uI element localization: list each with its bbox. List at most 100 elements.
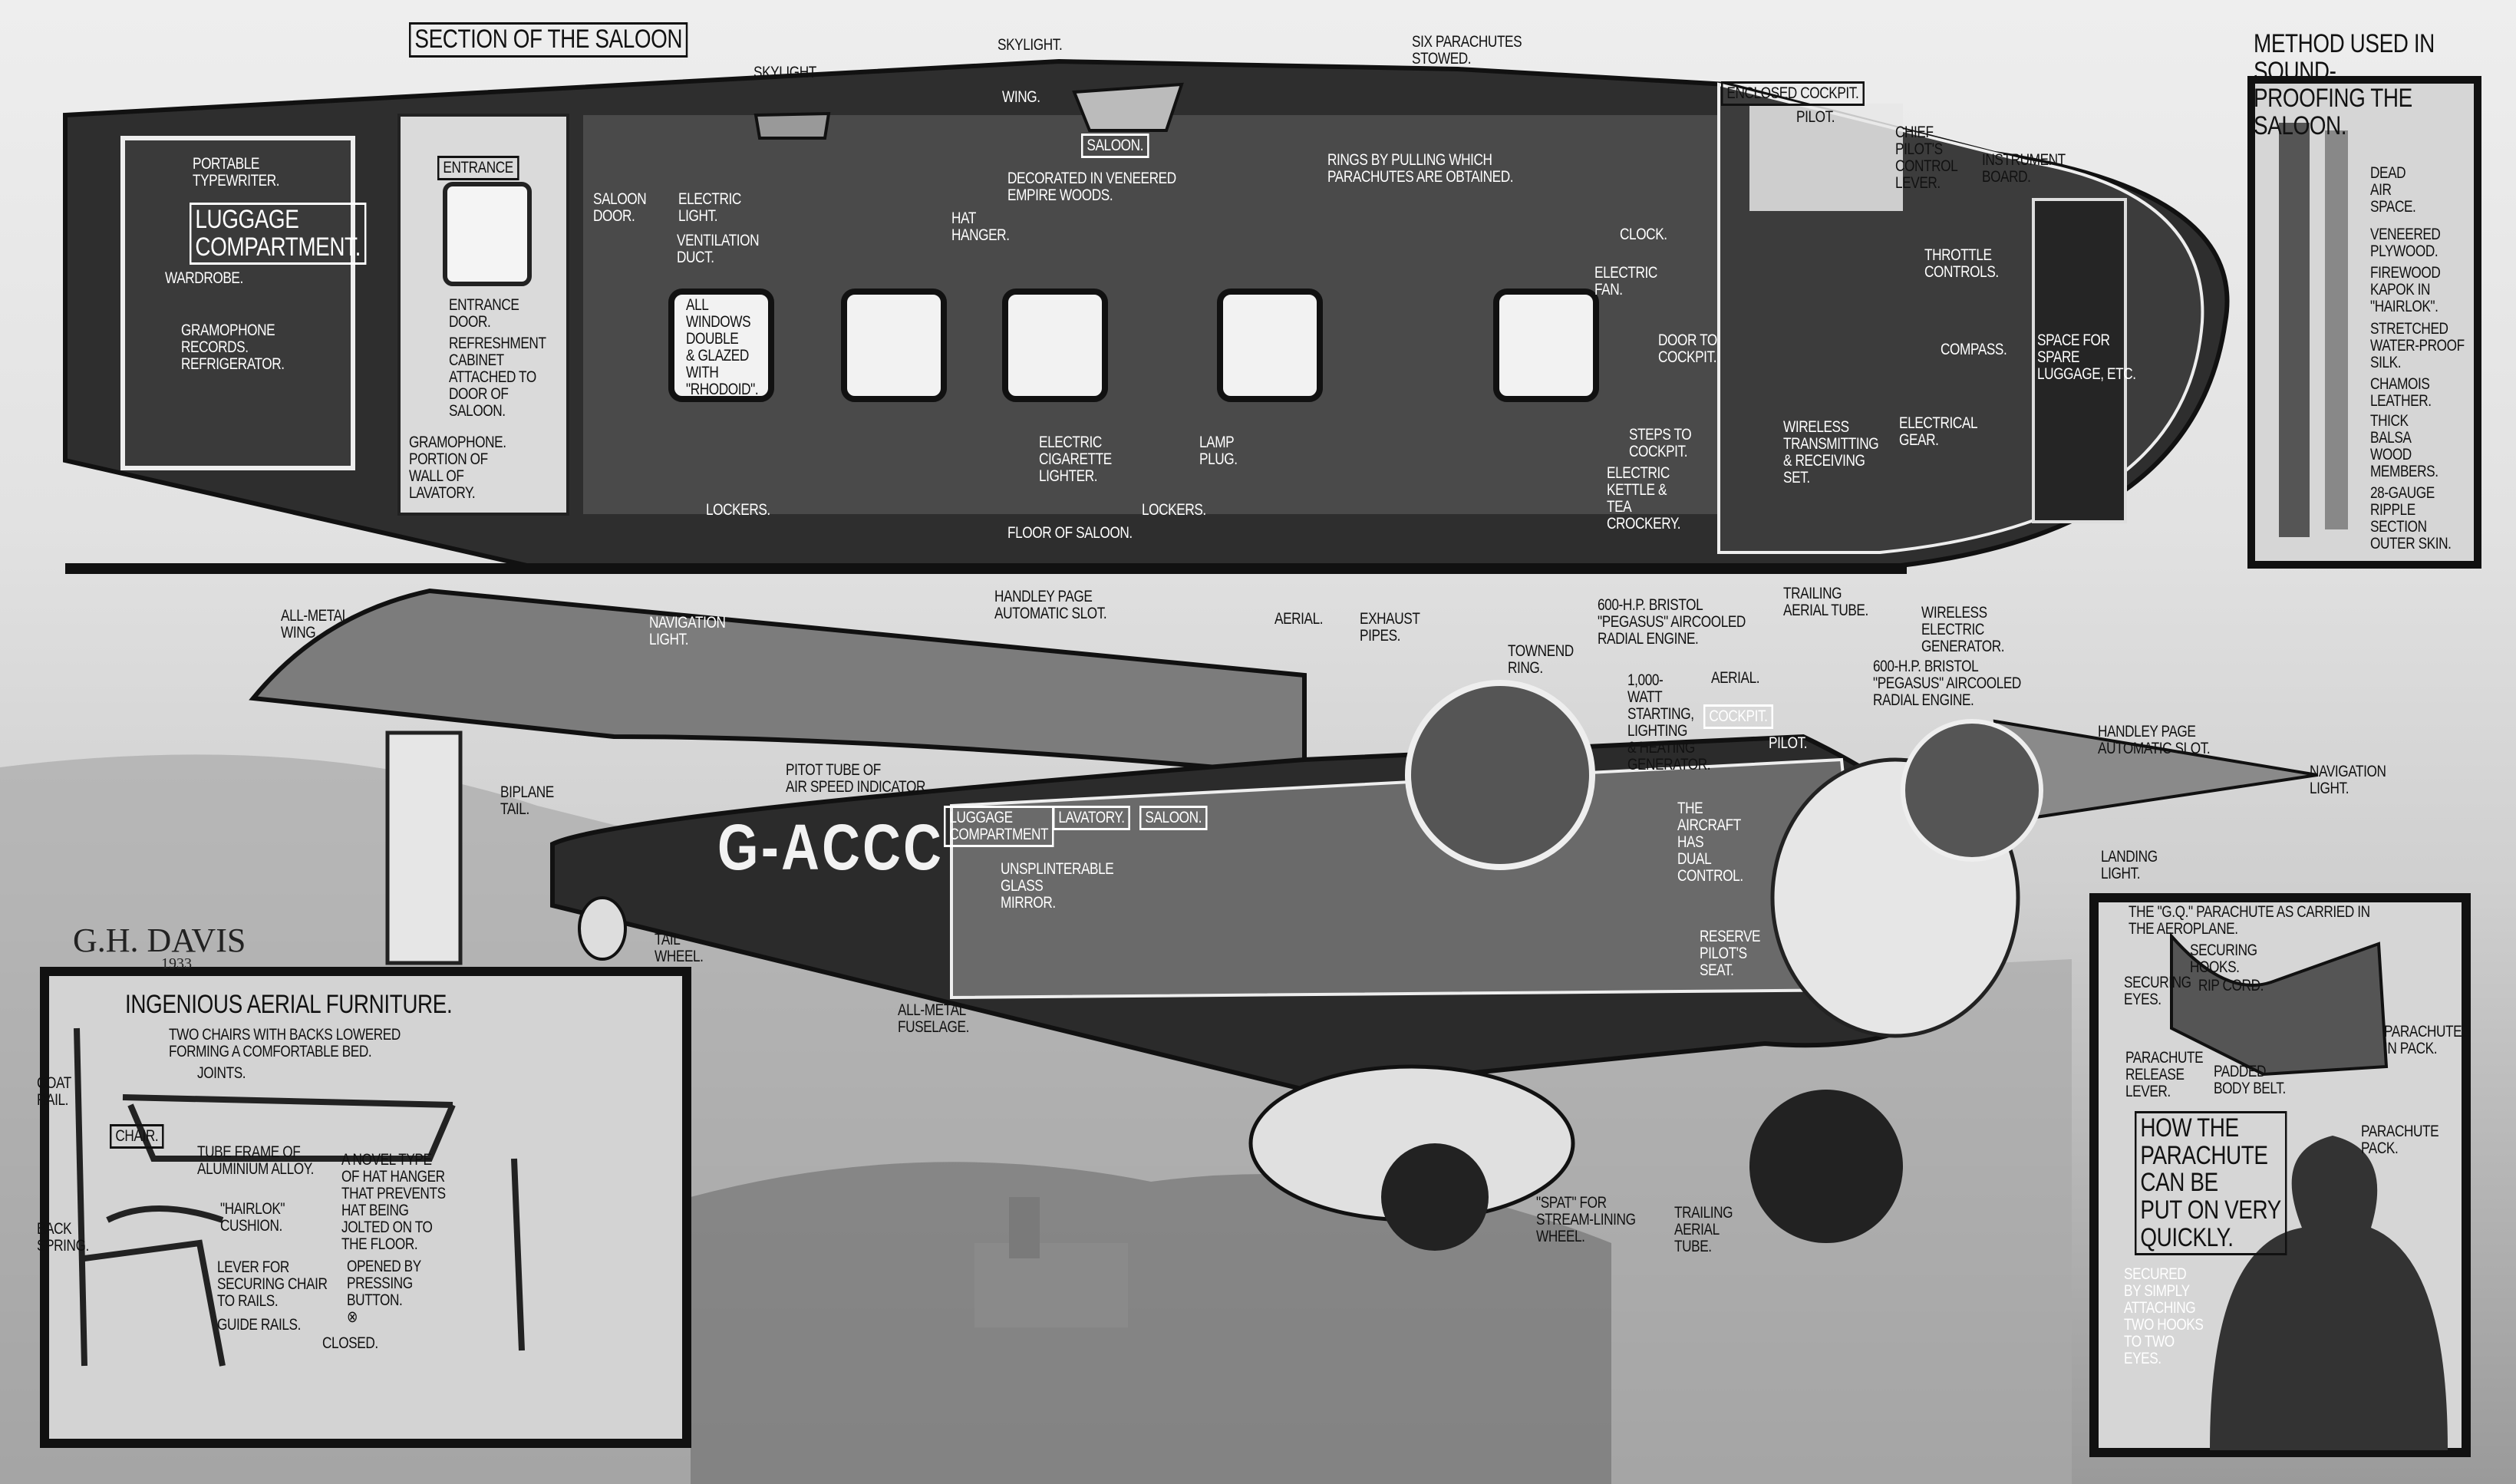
- label-securing-eyes: Securing eyes.: [2124, 974, 2191, 1009]
- registration-mark: G-ACCC: [717, 811, 945, 883]
- label-slot-left: Handley Page automatic slot.: [994, 588, 1107, 623]
- label-veneered-plywood: Veneered plywood.: [2370, 226, 2441, 261]
- label-dual-control: The aircraft has dual control.: [1677, 800, 1743, 885]
- label-chief-pilot-lever: Chief pilot's control lever.: [1895, 124, 1958, 193]
- label-throttle-controls: Throttle controls.: [1924, 246, 1999, 282]
- saloon-windows: [668, 289, 1599, 402]
- label-spare-luggage: Space for spare luggage, etc.: [2037, 331, 2136, 384]
- label-luggage-small: Luggage compartment: [944, 806, 1054, 848]
- label-guide-rails: Guide rails.: [217, 1316, 301, 1334]
- label-two-chairs: Two chairs with backs lowered forming a …: [169, 1026, 401, 1061]
- label-cigarette-lighter: Electric cigarette lighter.: [1039, 434, 1112, 486]
- label-wireless-set: Wireless transmitting & receiving set.: [1783, 418, 1879, 487]
- label-townend-ring: Townend ring.: [1508, 642, 1574, 678]
- label-aerial-1: Aerial.: [1274, 610, 1324, 628]
- label-padded-belt: Padded body belt.: [2214, 1063, 2286, 1098]
- right-wheel: [1749, 1090, 1903, 1243]
- label-refreshment-cabinet: Refreshment cabinet attached to door of …: [449, 335, 546, 420]
- label-balsa: Thick balsa wood members.: [2370, 412, 2439, 481]
- label-portable-typewriter: Portable typewriter.: [193, 155, 280, 190]
- label-aerial-2: Aerial.: [1711, 669, 1760, 687]
- label-slot-right: Handley Page automatic slot.: [2098, 723, 2211, 758]
- label-navigation-light-left: Navigation light.: [649, 614, 726, 649]
- label-biplane-tail: Biplane tail.: [500, 783, 554, 819]
- label-lockers-2: Lockers.: [1142, 501, 1206, 519]
- label-section-title: Section of the Saloon: [409, 22, 688, 58]
- left-wheel: [1381, 1143, 1489, 1251]
- label-parachute-in-pack: Parachute in pack.: [2384, 1023, 2462, 1058]
- label-exhaust-pipes: Exhaust pipes.: [1360, 610, 1420, 645]
- label-wardrobe: Wardrobe.: [165, 269, 243, 287]
- label-mirror: Unsplinterable glass mirror.: [1001, 860, 1114, 912]
- label-rings: Rings by pulling which parachutes are ob…: [1327, 151, 1514, 186]
- label-saloon-door: Saloon door.: [593, 190, 647, 226]
- label-electric-fan: Electric fan.: [1594, 264, 1657, 299]
- label-securing-hooks: Securing hooks.: [2190, 942, 2257, 977]
- label-parachute-pack: Parachute pack.: [2361, 1123, 2439, 1158]
- label-trailing-aerial-bottom: Trailing aerial tube.: [1674, 1204, 1733, 1256]
- label-luggage-compartment: Luggage compartment.: [190, 203, 367, 265]
- label-release-lever: Parachute release lever.: [2125, 1049, 2204, 1101]
- left-engine: [1405, 680, 1595, 870]
- label-electrical-gear: Electrical gear.: [1899, 414, 1978, 450]
- label-how-parachute: How the parachute can be put on very qui…: [2135, 1111, 2287, 1256]
- label-trailing-aerial-top: Trailing aerial tube.: [1783, 585, 1868, 620]
- label-entrance-door: Entrance door.: [449, 296, 519, 331]
- label-ventilation-duct: Ventilation duct.: [677, 232, 760, 267]
- label-skylight-1: Skylight: [753, 64, 816, 81]
- label-chamois: Chamois leather.: [2370, 375, 2432, 411]
- man-figure: [2210, 1136, 2448, 1450]
- signature: G.H. DAVIS 1933: [73, 922, 246, 972]
- label-instrument-board: Instrument board.: [1982, 151, 2066, 186]
- label-enclosed-cockpit: Enclosed cockpit.: [1721, 81, 1865, 107]
- soundproofing-layer-outer: [2279, 123, 2310, 537]
- label-navigation-light-right: Navigation light.: [2310, 763, 2386, 798]
- skylight-shape: [1072, 82, 1184, 132]
- label-door-to-cockpit: Door to cockpit.: [1658, 331, 1717, 367]
- label-wing-top: Wing.: [1002, 88, 1040, 106]
- label-gramophone-records: Gramophone records. Refrigerator.: [181, 322, 285, 374]
- cockpit-window: [1749, 104, 1903, 211]
- label-lamp-plug: Lamp plug.: [1199, 434, 1238, 469]
- label-saloon-decor: Decorated in veneered empire woods.: [1007, 170, 1176, 205]
- label-pilot-top: Pilot.: [1796, 108, 1835, 126]
- label-all-windows: All windows double & glazed with "Rhodoi…: [686, 296, 759, 399]
- label-compass: Compass.: [1941, 341, 2007, 358]
- label-saloon-small: Saloon.: [1139, 806, 1208, 831]
- label-tube-frame: Tube frame of aluminium alloy.: [197, 1143, 314, 1179]
- label-opened-by: Opened by pressing button. ⊗: [347, 1258, 421, 1327]
- label-reserve-seat: Reserve pilot's seat.: [1700, 928, 1761, 980]
- label-chair: Chair.: [110, 1124, 164, 1149]
- label-engine-right: 600-H.P. Bristol "Pegasus" aircooled rad…: [1873, 658, 2021, 710]
- label-pilot-small: Pilot.: [1769, 734, 1808, 752]
- label-wireless-generator: Wireless electric generator.: [1921, 604, 2005, 656]
- label-generator: 1,000- watt starting, lighting & heating…: [1627, 671, 1711, 774]
- label-electric-kettle: Electric kettle & tea crockery.: [1607, 464, 1681, 533]
- label-soundproof-title: Method used in sound- proofing the saloo…: [2254, 29, 2435, 141]
- label-floor-of-saloon: Floor of saloon.: [1007, 524, 1133, 542]
- label-clock: Clock.: [1620, 226, 1667, 243]
- castle: [974, 1243, 1128, 1327]
- label-entrance: Entrance: [437, 156, 519, 181]
- label-joints: Joints.: [197, 1064, 246, 1082]
- tail-wheel: [578, 896, 627, 961]
- label-waterproof-silk: Stretched water-proof silk.: [2370, 320, 2465, 372]
- label-lever: Lever for securing chair to rails.: [217, 1258, 328, 1311]
- label-all-metal-fuselage: All-metal fuselage.: [898, 1001, 969, 1037]
- label-hat-hanger: Hat hanger.: [951, 209, 1010, 245]
- label-skylight-2: Skylight.: [997, 36, 1063, 54]
- label-parachute-title: The "G.Q." parachute as carried in the a…: [2129, 903, 2370, 938]
- label-back-spring: Back spring.: [37, 1220, 89, 1255]
- label-rip-cord: Rip cord.: [2198, 977, 2264, 994]
- entrance-area: [397, 114, 569, 516]
- label-tail-wheel: Tail wheel.: [655, 931, 704, 966]
- label-gramophone-wall: Gramophone. Portion of wall of lavatory.: [409, 434, 506, 503]
- label-dead-air: Dead air space.: [2370, 164, 2416, 216]
- label-saloon: Saloon.: [1081, 134, 1149, 159]
- luggage-compartment-area: [120, 136, 355, 470]
- saloon-floor-line: [65, 563, 1907, 574]
- biplane-tail-fin: [385, 730, 463, 965]
- label-outer-skin: 28-gauge ripple section outer skin.: [2370, 484, 2452, 553]
- label-cockpit-small: Cockpit.: [1703, 704, 1773, 730]
